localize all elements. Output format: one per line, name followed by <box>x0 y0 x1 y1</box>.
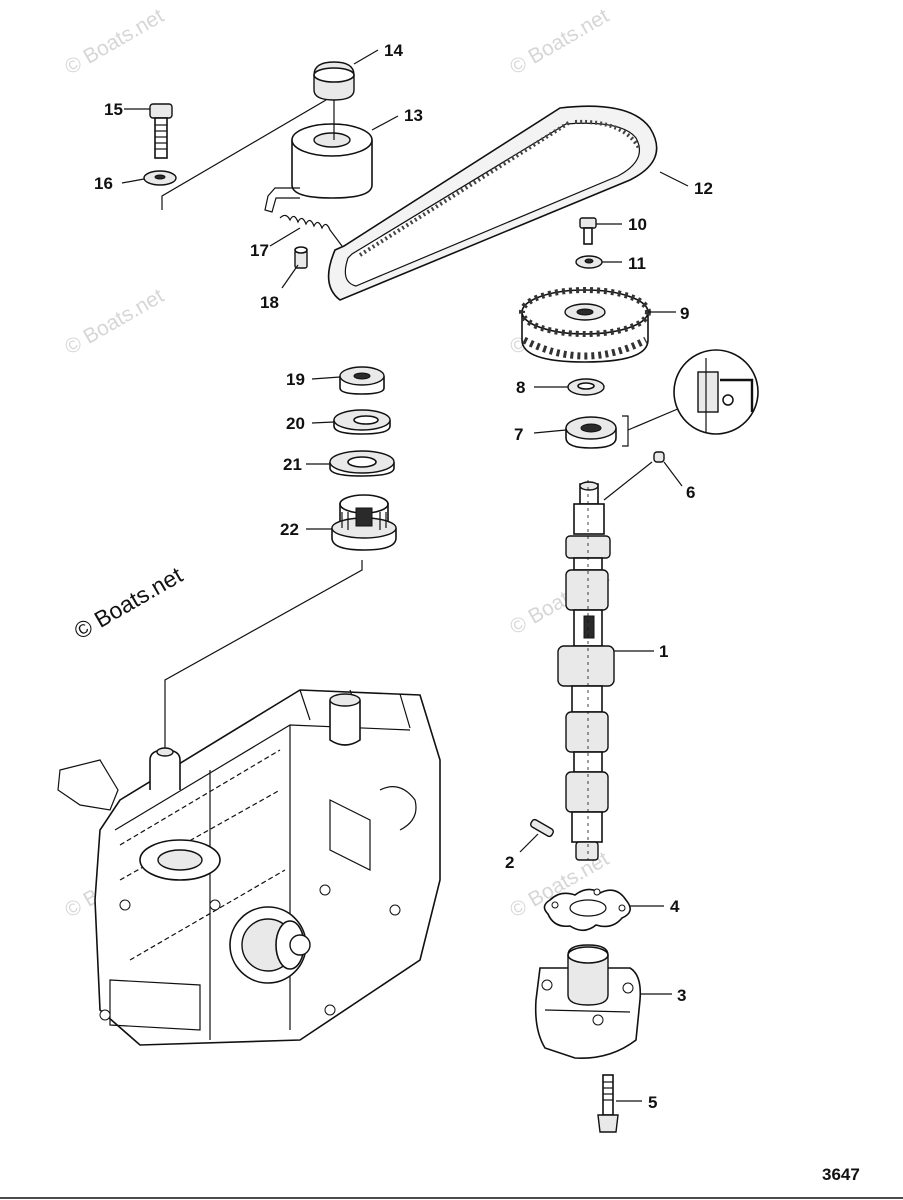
part-13-tensioner-pulley <box>264 100 373 213</box>
callout-18: 18 <box>260 293 279 312</box>
callout-5: 5 <box>648 1093 657 1112</box>
part-21-washer <box>329 450 395 477</box>
part-12-timing-belt <box>327 105 658 301</box>
part-17-spring <box>279 214 343 247</box>
callout-8: 8 <box>516 378 525 397</box>
watermark-top-left: © Boats.net <box>61 4 168 79</box>
callout-14: 14 <box>384 41 403 60</box>
callout-20: 20 <box>286 414 305 433</box>
callout-16: 16 <box>94 174 113 193</box>
figure-number: 3647 <box>822 1165 860 1184</box>
watermark-top-right: © Boats.net <box>506 4 613 79</box>
engine-block <box>57 689 441 1046</box>
part-4-gasket <box>543 888 631 932</box>
callout-2: 2 <box>505 853 514 872</box>
part-22-crankshaft-sprocket <box>331 494 397 551</box>
part-7-oil-seal <box>565 407 681 449</box>
watermark-mid-left: © Boats.net <box>61 284 168 359</box>
callout-7: 7 <box>514 425 523 444</box>
callout-13: 13 <box>404 106 423 125</box>
part-20-washer <box>333 409 391 435</box>
callout-11: 11 <box>628 254 646 273</box>
part-18-pin <box>294 246 308 269</box>
part-5-bolt <box>597 1074 619 1133</box>
part-16-washer <box>143 170 177 186</box>
callout-15: 15 <box>104 100 123 119</box>
callout-17: 17 <box>250 241 269 260</box>
callout-21: 21 <box>283 455 302 474</box>
part-10-bolt <box>579 217 597 245</box>
part-9-camshaft-sprocket <box>519 287 651 363</box>
callout-9: 9 <box>680 304 689 323</box>
callout-12: 12 <box>694 179 713 198</box>
part-11-washer <box>575 255 603 269</box>
callout-4: 4 <box>670 897 680 916</box>
part-1-camshaft <box>557 480 615 861</box>
leader-lines <box>121 49 689 1102</box>
watermark-main: © Boats.net <box>70 561 188 644</box>
callout-19: 19 <box>286 370 305 389</box>
seal-detail-inset <box>673 349 759 435</box>
part-6-key <box>653 451 665 463</box>
callout-3: 3 <box>677 986 686 1005</box>
part-15-bolt <box>149 103 173 159</box>
part-2-pin <box>530 818 554 838</box>
callout-6: 6 <box>686 483 695 502</box>
part-14-cap <box>313 61 355 101</box>
callout-labels: 14 13 15 16 17 18 12 10 11 9 8 7 6 1 2 4… <box>94 41 713 1112</box>
callout-10: 10 <box>628 215 647 234</box>
part-8-washer <box>567 378 605 396</box>
part-19-nut <box>339 366 385 395</box>
callout-22: 22 <box>280 520 299 539</box>
part-3-oil-pump <box>534 944 642 1059</box>
callout-1: 1 <box>659 642 668 661</box>
